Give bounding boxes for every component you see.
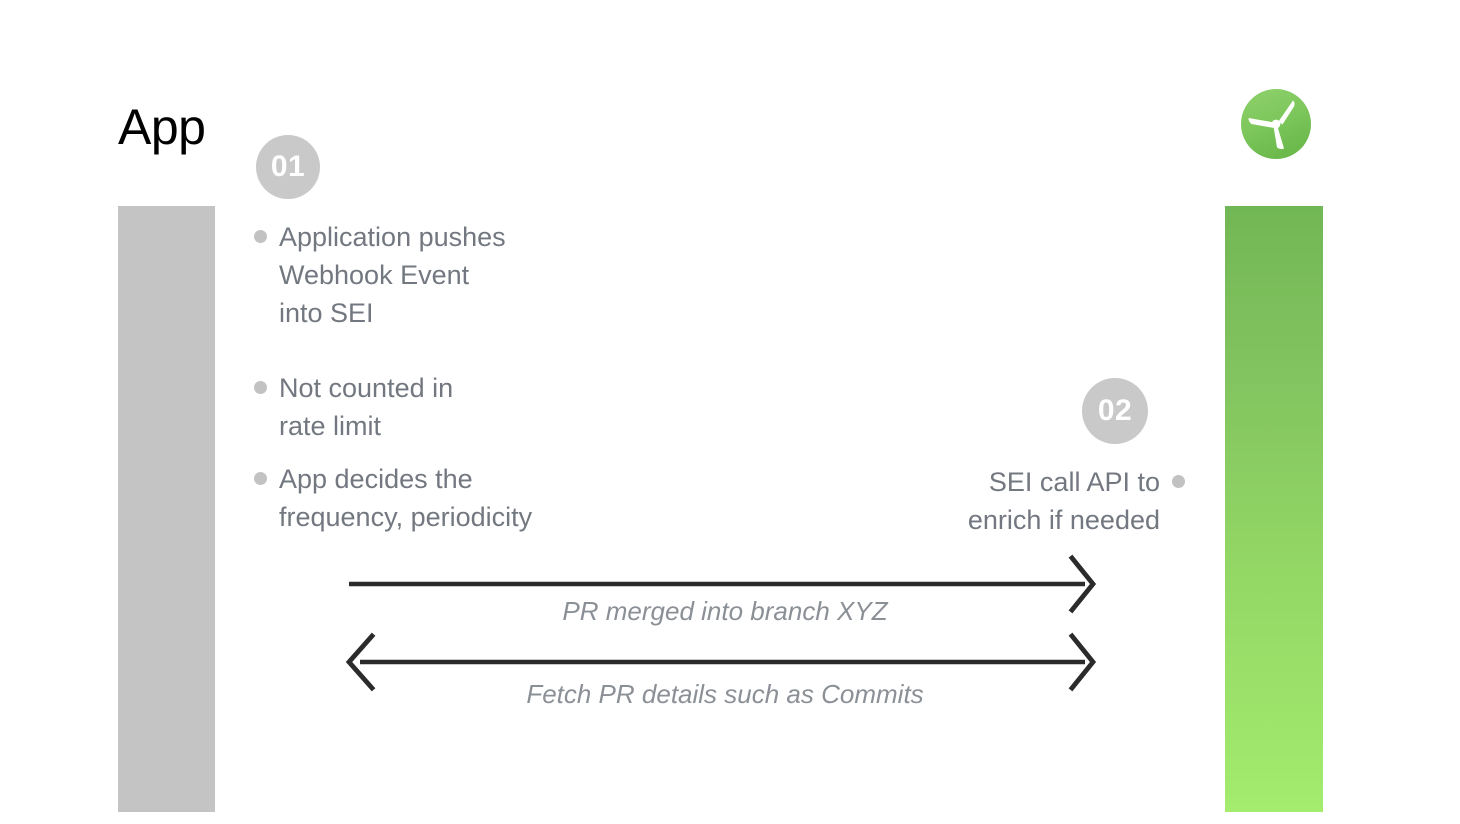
step-badge-01: 01 xyxy=(256,135,320,199)
bullet-group-step01-a: Application pushes Webhook Event into SE… xyxy=(254,218,674,332)
sequence-arrows xyxy=(345,554,1097,692)
step-badge-02: 02 xyxy=(1082,378,1148,444)
lane-bar-app xyxy=(118,206,215,812)
bullet-group-step02: SEI call API to enrich if needed xyxy=(880,463,1185,539)
page-title: App xyxy=(118,99,206,155)
bullet-dot-icon xyxy=(254,230,267,243)
bullet-dot-icon xyxy=(1172,475,1185,488)
bullet-group-step01-b: Not counted in rate limit xyxy=(254,369,674,445)
bullet-text: App decides the frequency, periodicity xyxy=(279,464,533,532)
bullet-dot-icon xyxy=(254,381,267,394)
arrow-fetch-pr-details xyxy=(345,632,1097,692)
bullet-group-step01-c: App decides the frequency, periodicity xyxy=(254,460,694,536)
list-item: App decides the frequency, periodicity xyxy=(254,460,694,536)
arrow-label-fetch-pr-details: Fetch PR details such as Commits xyxy=(526,679,924,709)
arrow-pr-merged xyxy=(349,554,1097,614)
bullet-dot-icon xyxy=(254,472,267,485)
lane-bar-sei xyxy=(1225,206,1323,812)
arrow-label-pr-merged: PR merged into branch XYZ xyxy=(562,596,888,626)
list-item: Not counted in rate limit xyxy=(254,369,674,445)
bullet-text: Not counted in rate limit xyxy=(279,373,454,441)
bullet-text: Application pushes Webhook Event into SE… xyxy=(279,222,506,328)
harness-propeller-logo-icon xyxy=(1240,88,1312,160)
bullet-text: SEI call API to enrich if needed xyxy=(967,467,1160,535)
list-item: Application pushes Webhook Event into SE… xyxy=(254,218,674,332)
